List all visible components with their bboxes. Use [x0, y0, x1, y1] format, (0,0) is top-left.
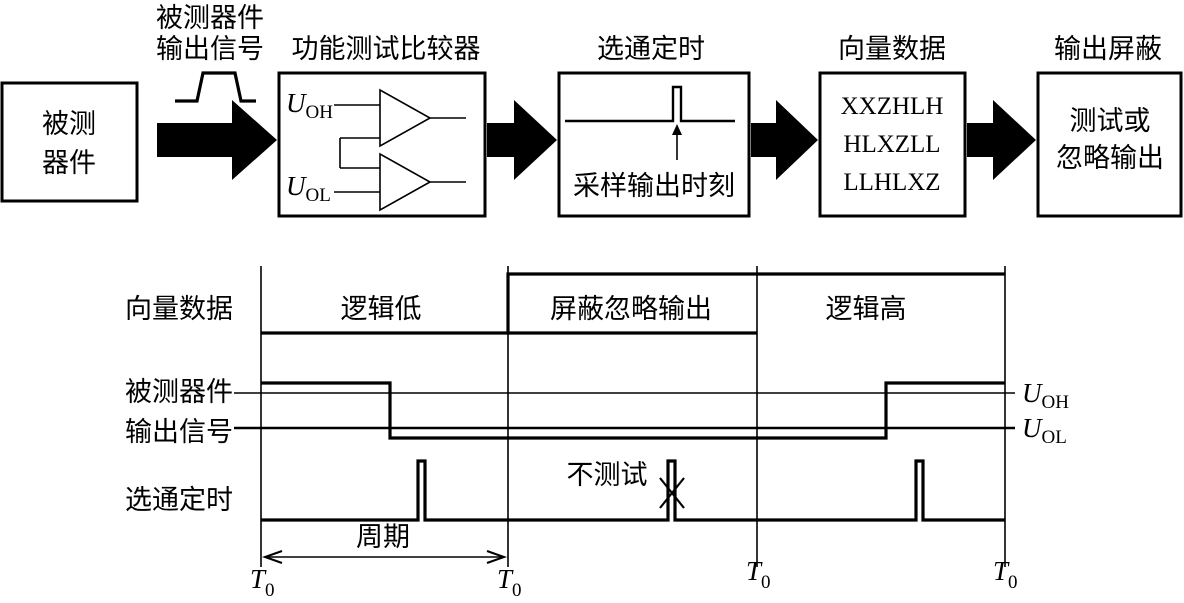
- strobe-pulse-icon: [565, 85, 735, 123]
- dut-box: [0, 81, 139, 203]
- strobe-pointer-arrowhead: [672, 124, 682, 135]
- comparator-uol-label: UOL: [286, 171, 331, 206]
- segment-label-logic-high: 逻辑高: [826, 294, 907, 325]
- no-test-label: 不测试: [567, 460, 648, 491]
- flow-arrow-2: [487, 100, 557, 180]
- flow-arrow-1: [157, 100, 277, 180]
- timing-uol-label: UOL: [1022, 413, 1067, 448]
- comparator-title: 功能测试比较器: [292, 34, 481, 65]
- timing-row-label-output-line1: 被测器件: [125, 377, 233, 408]
- comparator-circuit: [334, 88, 466, 212]
- comparator-uoh-label: UOH: [286, 88, 333, 123]
- timing-uoh-label: UOH: [1022, 378, 1069, 413]
- t0-label-4: T0: [993, 556, 1018, 593]
- period-label: 周期: [356, 522, 410, 553]
- dut-box-label-line2: 器件: [42, 148, 96, 179]
- timing-row-label-strobe: 选通定时: [125, 485, 233, 516]
- strobe-title: 选通定时: [597, 34, 705, 65]
- mask-line-1: 测试或: [1070, 106, 1151, 137]
- period-arrow-left: [261, 550, 283, 564]
- dut-output-label-line1: 被测器件: [156, 3, 264, 34]
- vector-box: [818, 71, 967, 218]
- vector-line-2: HLXZLL: [843, 131, 940, 158]
- mask-title: 输出屏蔽: [1054, 34, 1162, 65]
- strobe-box: [557, 71, 751, 218]
- mask-box: [1036, 71, 1183, 218]
- segment-label-mask: 屏蔽忽略输出: [550, 294, 712, 325]
- t0-label-1: T0: [250, 564, 275, 601]
- flow-arrow-3: [751, 100, 818, 180]
- flow-arrow-4: [967, 100, 1036, 180]
- timing-row-label-output-line2: 输出信号: [125, 417, 233, 448]
- t0-label-2: T0: [497, 564, 522, 601]
- comparator-amp-bottom-icon: [379, 152, 432, 212]
- vector-line-3: LLHLXZ: [843, 169, 940, 196]
- dut-box-label-line1: 被测: [42, 109, 96, 140]
- pulse-waveform-icon: [175, 71, 256, 103]
- dut-output-label-line2: 输出信号: [156, 34, 264, 65]
- t0-label-3: T0: [746, 556, 771, 593]
- strobe-caption: 采样输出时刻: [573, 171, 735, 202]
- strobe-waveform: [261, 459, 1005, 522]
- mask-line-2: 忽略输出: [1056, 143, 1164, 174]
- vector-waveform-high: [261, 272, 1005, 335]
- period-arrow-right: [486, 550, 508, 564]
- vector-title: 向量数据: [838, 34, 946, 65]
- vector-line-1: XXZHLH: [841, 93, 944, 120]
- dut-output-waveform: [261, 381, 1005, 440]
- segment-label-logic-low: 逻辑低: [341, 294, 422, 325]
- comparator-amp-top-icon: [379, 88, 432, 148]
- timing-row-label-vector: 向量数据: [125, 294, 233, 325]
- no-test-cross-icon: [659, 477, 685, 509]
